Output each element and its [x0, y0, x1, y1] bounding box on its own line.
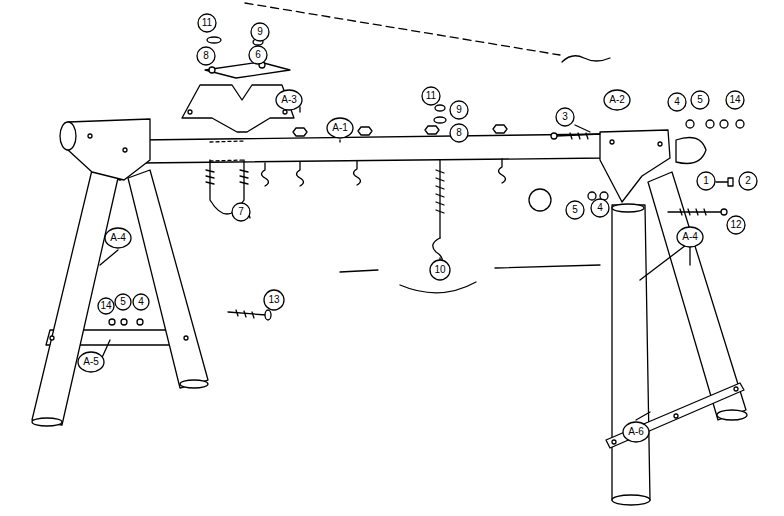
callout-number: 13 — [268, 295, 279, 305]
callout-number: A-5 — [83, 357, 99, 367]
callout-number: 3 — [562, 112, 568, 122]
callout-number: A-1 — [332, 123, 348, 133]
callout-number: A-3 — [281, 95, 297, 105]
callout-number: 10 — [434, 265, 445, 275]
callout-number: 11 — [426, 91, 436, 101]
callout-number: 14 — [729, 95, 740, 105]
callout-number: 4 — [597, 203, 603, 213]
callout-number: 1 — [703, 176, 709, 186]
callout-number: 4 — [138, 297, 144, 307]
callout-number: 14 — [100, 301, 111, 311]
callout-number: 6 — [255, 50, 261, 60]
callout-number: 9 — [257, 27, 263, 37]
callout-number: 5 — [697, 95, 703, 105]
callout-number: 7 — [238, 207, 244, 217]
callout-number: 11 — [202, 18, 212, 28]
callout-number: A-4 — [110, 233, 126, 243]
callout-number: 9 — [456, 105, 462, 115]
callout-number: A-2 — [609, 95, 625, 105]
callout-number: 5 — [572, 205, 578, 215]
callout-number: 2 — [745, 176, 751, 186]
callout-number: 5 — [120, 297, 126, 307]
callout-number: A-4 — [682, 232, 698, 242]
callout-number: A-6 — [628, 427, 644, 437]
callout-number: 8 — [456, 128, 462, 138]
callout-number: 12 — [730, 220, 741, 230]
callout-number: 4 — [674, 97, 680, 107]
callout-number: 8 — [203, 51, 209, 61]
